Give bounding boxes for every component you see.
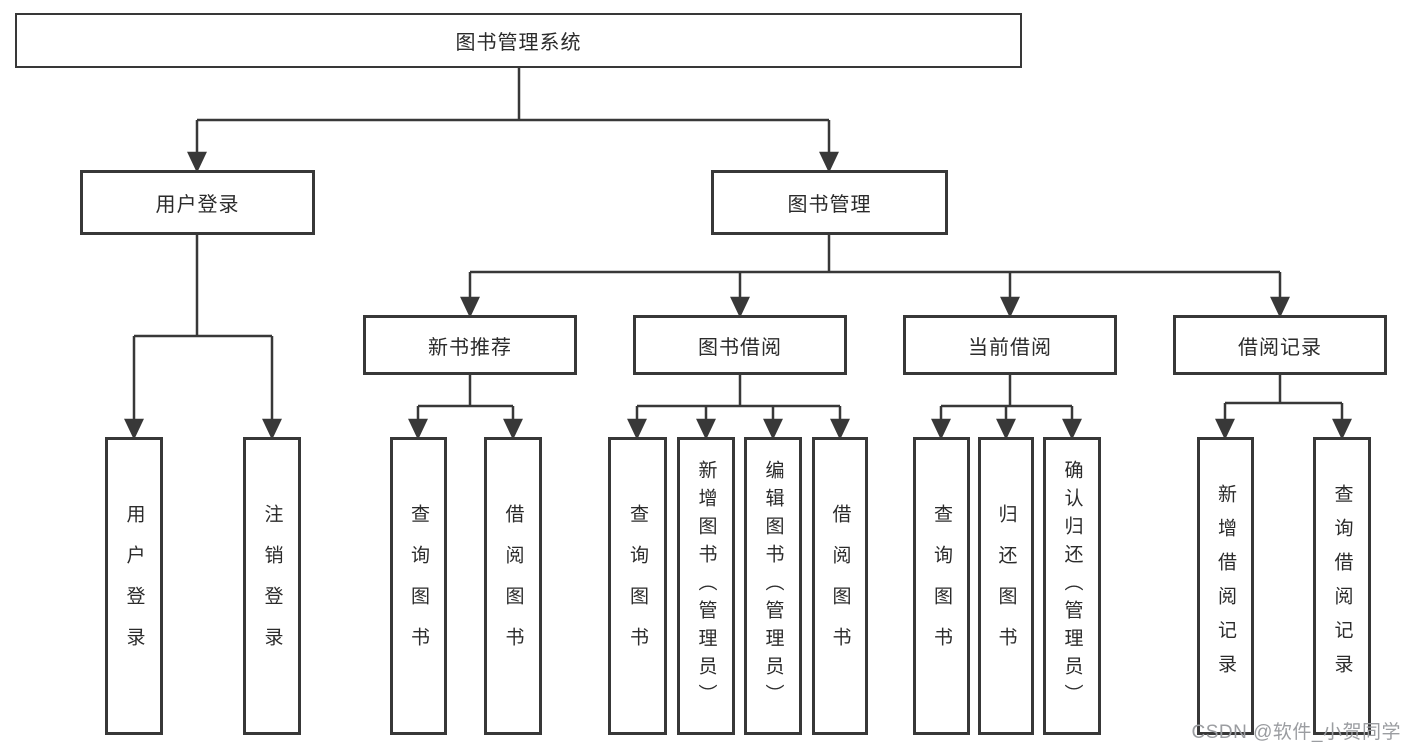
- leaf-return-book-label: 归还图书: [995, 504, 1017, 668]
- connector-new-book: [408, 375, 523, 440]
- connector-user-login: [124, 235, 282, 440]
- leaf-borrow-book-2-label: 借阅图书: [829, 504, 851, 668]
- leaf-logout-label: 注销登录: [261, 504, 283, 668]
- leaf-query-book-3-label: 查询图书: [931, 504, 952, 668]
- arrow-down-icon: [931, 406, 951, 440]
- node-root-label: 图书管理系统: [455, 32, 582, 54]
- leaf-query-borrow-record: 查询借阅记录: [1313, 437, 1371, 735]
- node-new-book-recommend-label: 新书推荐: [428, 336, 512, 359]
- leaf-return-book: 归还图书: [978, 437, 1034, 735]
- leaf-edit-book-admin: 编辑图书（管理员）: [744, 437, 802, 735]
- arrow-down-icon: [503, 406, 523, 440]
- connector-book-borrow: [627, 375, 850, 440]
- leaf-add-borrow-record-label: 新增借阅记录: [1215, 484, 1236, 688]
- node-book-management: 图书管理: [711, 170, 948, 235]
- connector-book-management: [460, 235, 1290, 318]
- leaf-query-book-1: 查询图书: [390, 437, 447, 735]
- leaf-add-book-admin: 新增图书（管理员）: [677, 437, 735, 735]
- arrow-down-icon: [124, 336, 144, 440]
- leaf-query-book-2: 查询图书: [608, 437, 667, 735]
- connector-root: [187, 68, 839, 173]
- arrow-down-icon: [262, 336, 282, 440]
- leaf-borrow-book-2: 借阅图书: [812, 437, 868, 735]
- leaf-user-login: 用户登录: [105, 437, 163, 735]
- leaf-borrow-book-1: 借阅图书: [484, 437, 542, 735]
- arrow-down-icon: [730, 272, 750, 318]
- leaf-confirm-return-admin-label: 确认归还（管理员）: [1061, 460, 1083, 712]
- arrow-down-icon: [819, 120, 839, 173]
- arrow-down-icon: [1000, 272, 1020, 318]
- arrow-down-icon: [1270, 272, 1290, 318]
- leaf-query-book-2-label: 查询图书: [627, 504, 648, 668]
- watermark: CSDN @软件_小贺同学: [1191, 722, 1401, 743]
- node-current-borrow-label: 当前借阅: [968, 336, 1052, 359]
- connector-borrow-records: [1215, 375, 1352, 440]
- arrow-down-icon: [627, 406, 647, 440]
- arrow-down-icon: [1332, 403, 1352, 440]
- leaf-query-book-1-label: 查询图书: [408, 504, 429, 668]
- node-borrow-records: 借阅记录: [1173, 315, 1387, 375]
- connector-current-borrow: [931, 375, 1082, 440]
- node-current-borrow: 当前借阅: [903, 315, 1117, 375]
- node-user-login: 用户登录: [80, 170, 315, 235]
- leaf-confirm-return-admin: 确认归还（管理员）: [1043, 437, 1101, 735]
- node-user-login-label: 用户登录: [155, 194, 240, 216]
- node-root: 图书管理系统: [15, 13, 1022, 68]
- node-book-borrow-label: 图书借阅: [698, 336, 782, 359]
- leaf-add-borrow-record: 新增借阅记录: [1197, 437, 1254, 735]
- leaf-add-book-admin-label: 新增图书（管理员）: [695, 460, 717, 712]
- arrow-down-icon: [1215, 403, 1235, 440]
- leaf-borrow-book-1-label: 借阅图书: [502, 504, 524, 668]
- node-book-borrow: 图书借阅: [633, 315, 847, 375]
- arrow-down-icon: [830, 406, 850, 440]
- arrow-down-icon: [460, 272, 480, 318]
- arrow-down-icon: [763, 406, 783, 440]
- arrow-down-icon: [1062, 406, 1082, 440]
- leaf-query-borrow-record-label: 查询借阅记录: [1331, 484, 1353, 688]
- node-borrow-records-label: 借阅记录: [1238, 336, 1322, 359]
- leaf-logout: 注销登录: [243, 437, 301, 735]
- arrow-down-icon: [696, 406, 716, 440]
- arrow-down-icon: [187, 120, 207, 173]
- node-book-management-label: 图书管理: [787, 194, 872, 216]
- leaf-user-login-label: 用户登录: [123, 504, 145, 668]
- node-new-book-recommend: 新书推荐: [363, 315, 577, 375]
- leaf-query-book-3: 查询图书: [913, 437, 970, 735]
- arrow-down-icon: [408, 406, 428, 440]
- leaf-edit-book-admin-label: 编辑图书（管理员）: [762, 460, 784, 712]
- arrow-down-icon: [996, 406, 1016, 440]
